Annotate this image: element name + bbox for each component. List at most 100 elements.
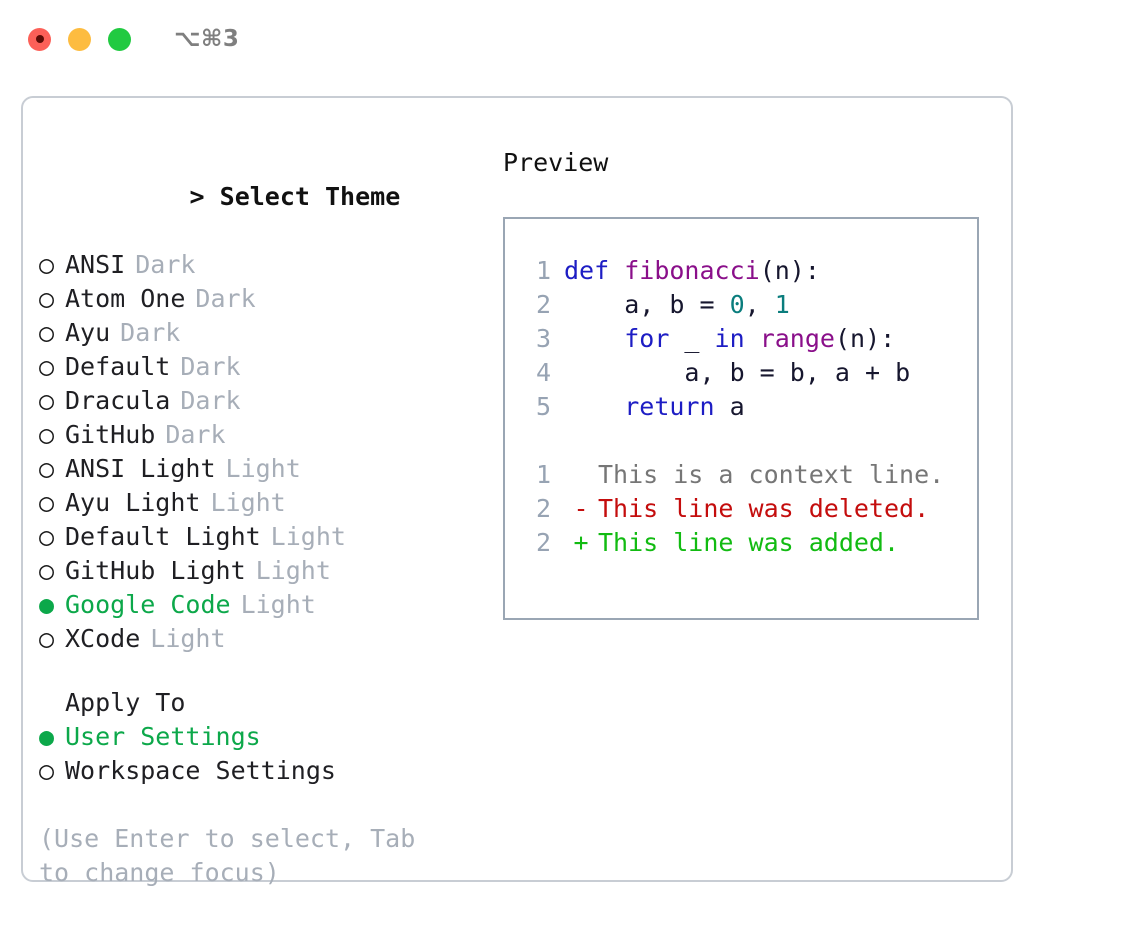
theme-option-kind: Dark — [135, 250, 196, 279]
theme-option-ansi[interactable]: ○ ANSI Dark — [39, 248, 503, 282]
keyboard-shortcut-label: ⌥⌘3 — [174, 26, 240, 52]
code-line: 3 for _ in range(n): — [517, 322, 977, 356]
radio-unselected-icon[interactable]: ○ — [39, 284, 55, 313]
code-line-text: for _ in range(n): — [564, 322, 895, 356]
code-token: , — [744, 290, 775, 319]
theme-option-kind: Dark — [180, 352, 241, 381]
theme-option-dracula[interactable]: ○ Dracula Dark — [39, 384, 503, 418]
code-token: _ — [669, 324, 715, 353]
theme-option-kind: Light — [240, 590, 316, 619]
theme-option-ansi-light[interactable]: ○ ANSI Light Light — [39, 452, 503, 486]
code-token: (n): — [759, 256, 820, 285]
radio-selected-icon[interactable]: ● — [39, 590, 55, 619]
radio-unselected-icon[interactable]: ○ — [39, 420, 55, 449]
apply-to-option-user-settings[interactable]: ●User Settings — [39, 720, 503, 754]
theme-option-kind: Dark — [120, 318, 181, 347]
diff-sign: - — [573, 494, 589, 523]
theme-option-kind: Dark — [195, 284, 256, 313]
select-theme-heading-label: Select Theme — [219, 182, 401, 211]
code-line-text: return a — [564, 390, 745, 424]
theme-option-label: GitHub Light — [65, 556, 246, 585]
recording-indicator-icon — [35, 35, 44, 43]
code-token: for — [624, 324, 670, 353]
theme-option-label: Ayu — [65, 318, 111, 347]
theme-option-xcode[interactable]: ○ XCode Light — [39, 622, 503, 656]
apply-to-option-workspace-settings[interactable]: ○Workspace Settings — [39, 754, 503, 788]
theme-option-kind: Light — [255, 556, 331, 585]
code-line-text: a, b = b, a + b — [564, 356, 910, 390]
code-token: (n): — [834, 324, 896, 353]
theme-option-label: Dracula — [65, 386, 171, 415]
radio-unselected-icon[interactable]: ○ — [39, 386, 55, 415]
theme-option-label: Ayu Light — [65, 488, 201, 517]
preview-spacer — [517, 424, 977, 458]
radio-unselected-icon[interactable]: ○ — [39, 488, 55, 517]
radio-unselected-icon[interactable]: ○ — [39, 454, 55, 483]
theme-option-label: Default Light — [65, 522, 261, 551]
theme-option-github-light[interactable]: ○ GitHub Light Light — [39, 554, 503, 588]
radio-unselected-icon[interactable]: ○ — [39, 250, 55, 279]
code-token: fibonacci — [624, 256, 760, 285]
preview-title: Preview — [503, 148, 609, 177]
diff-line-added: 2+This line was added. — [517, 526, 977, 560]
radio-unselected-icon[interactable]: ○ — [39, 522, 55, 551]
theme-option-ayu-light[interactable]: ○ Ayu Light Light — [39, 486, 503, 520]
select-theme-heading: > Select Theme — [39, 146, 503, 248]
code-line: 4 a, b = b, a + b — [517, 356, 977, 390]
theme-option-label: ANSI Light — [65, 454, 216, 483]
close-button[interactable] — [28, 27, 51, 51]
code-line-text: a, b = 0, 1 — [564, 288, 790, 322]
theme-option-ayu[interactable]: ○ Ayu Dark — [39, 316, 503, 350]
diff-line-text: This is a context line. — [598, 460, 945, 489]
theme-option-kind: Light — [150, 624, 226, 653]
code-token — [745, 324, 760, 353]
diff-line-text: This line was deleted. — [598, 494, 930, 523]
line-number: 2 — [535, 528, 551, 557]
theme-option-kind: Dark — [180, 386, 241, 415]
titlebar: ⌥⌘3 — [0, 0, 1140, 78]
code-token: a — [714, 392, 745, 421]
diff-sample: 1 This is a context line. 2-This line was… — [517, 458, 977, 560]
code-token — [564, 324, 624, 353]
theme-option-atom-one[interactable]: ○ Atom One Dark — [39, 282, 503, 316]
theme-option-label: Atom One — [65, 284, 186, 313]
radio-unselected-icon[interactable]: ○ — [39, 556, 55, 585]
prompt-caret-icon: > — [189, 182, 205, 211]
apply-to-heading: Apply To — [65, 688, 186, 717]
line-number: 1 — [535, 460, 551, 489]
minimize-button[interactable] — [68, 27, 91, 51]
code-token: in — [714, 324, 745, 353]
theme-option-kind: Light — [225, 454, 301, 483]
code-token: def — [564, 256, 625, 285]
code-line: 2 a, b = 0, 1 — [517, 288, 977, 322]
theme-option-kind: Light — [210, 488, 286, 517]
theme-option-label: ANSI — [65, 250, 126, 279]
code-token: 0 — [729, 290, 745, 319]
radio-unselected-icon[interactable]: ○ — [39, 318, 55, 347]
radio-selected-icon[interactable]: ● — [39, 722, 55, 751]
code-token: 1 — [774, 290, 790, 319]
code-token — [564, 392, 624, 421]
radio-unselected-icon[interactable]: ○ — [39, 624, 55, 653]
diff-line-deleted: 2-This line was deleted. — [517, 492, 977, 526]
keyboard-hint-text: (Use Enter to select, Tab to change focu… — [39, 824, 431, 887]
code-token: return — [624, 392, 715, 421]
radio-unselected-icon[interactable]: ○ — [39, 352, 55, 381]
maximize-button[interactable] — [108, 27, 131, 51]
diff-sign: + — [573, 528, 589, 557]
radio-unselected-icon[interactable]: ○ — [39, 756, 55, 785]
code-token: a, b = b, a + b — [564, 358, 911, 387]
theme-option-label: XCode — [65, 624, 141, 653]
code-token: range — [759, 324, 835, 353]
